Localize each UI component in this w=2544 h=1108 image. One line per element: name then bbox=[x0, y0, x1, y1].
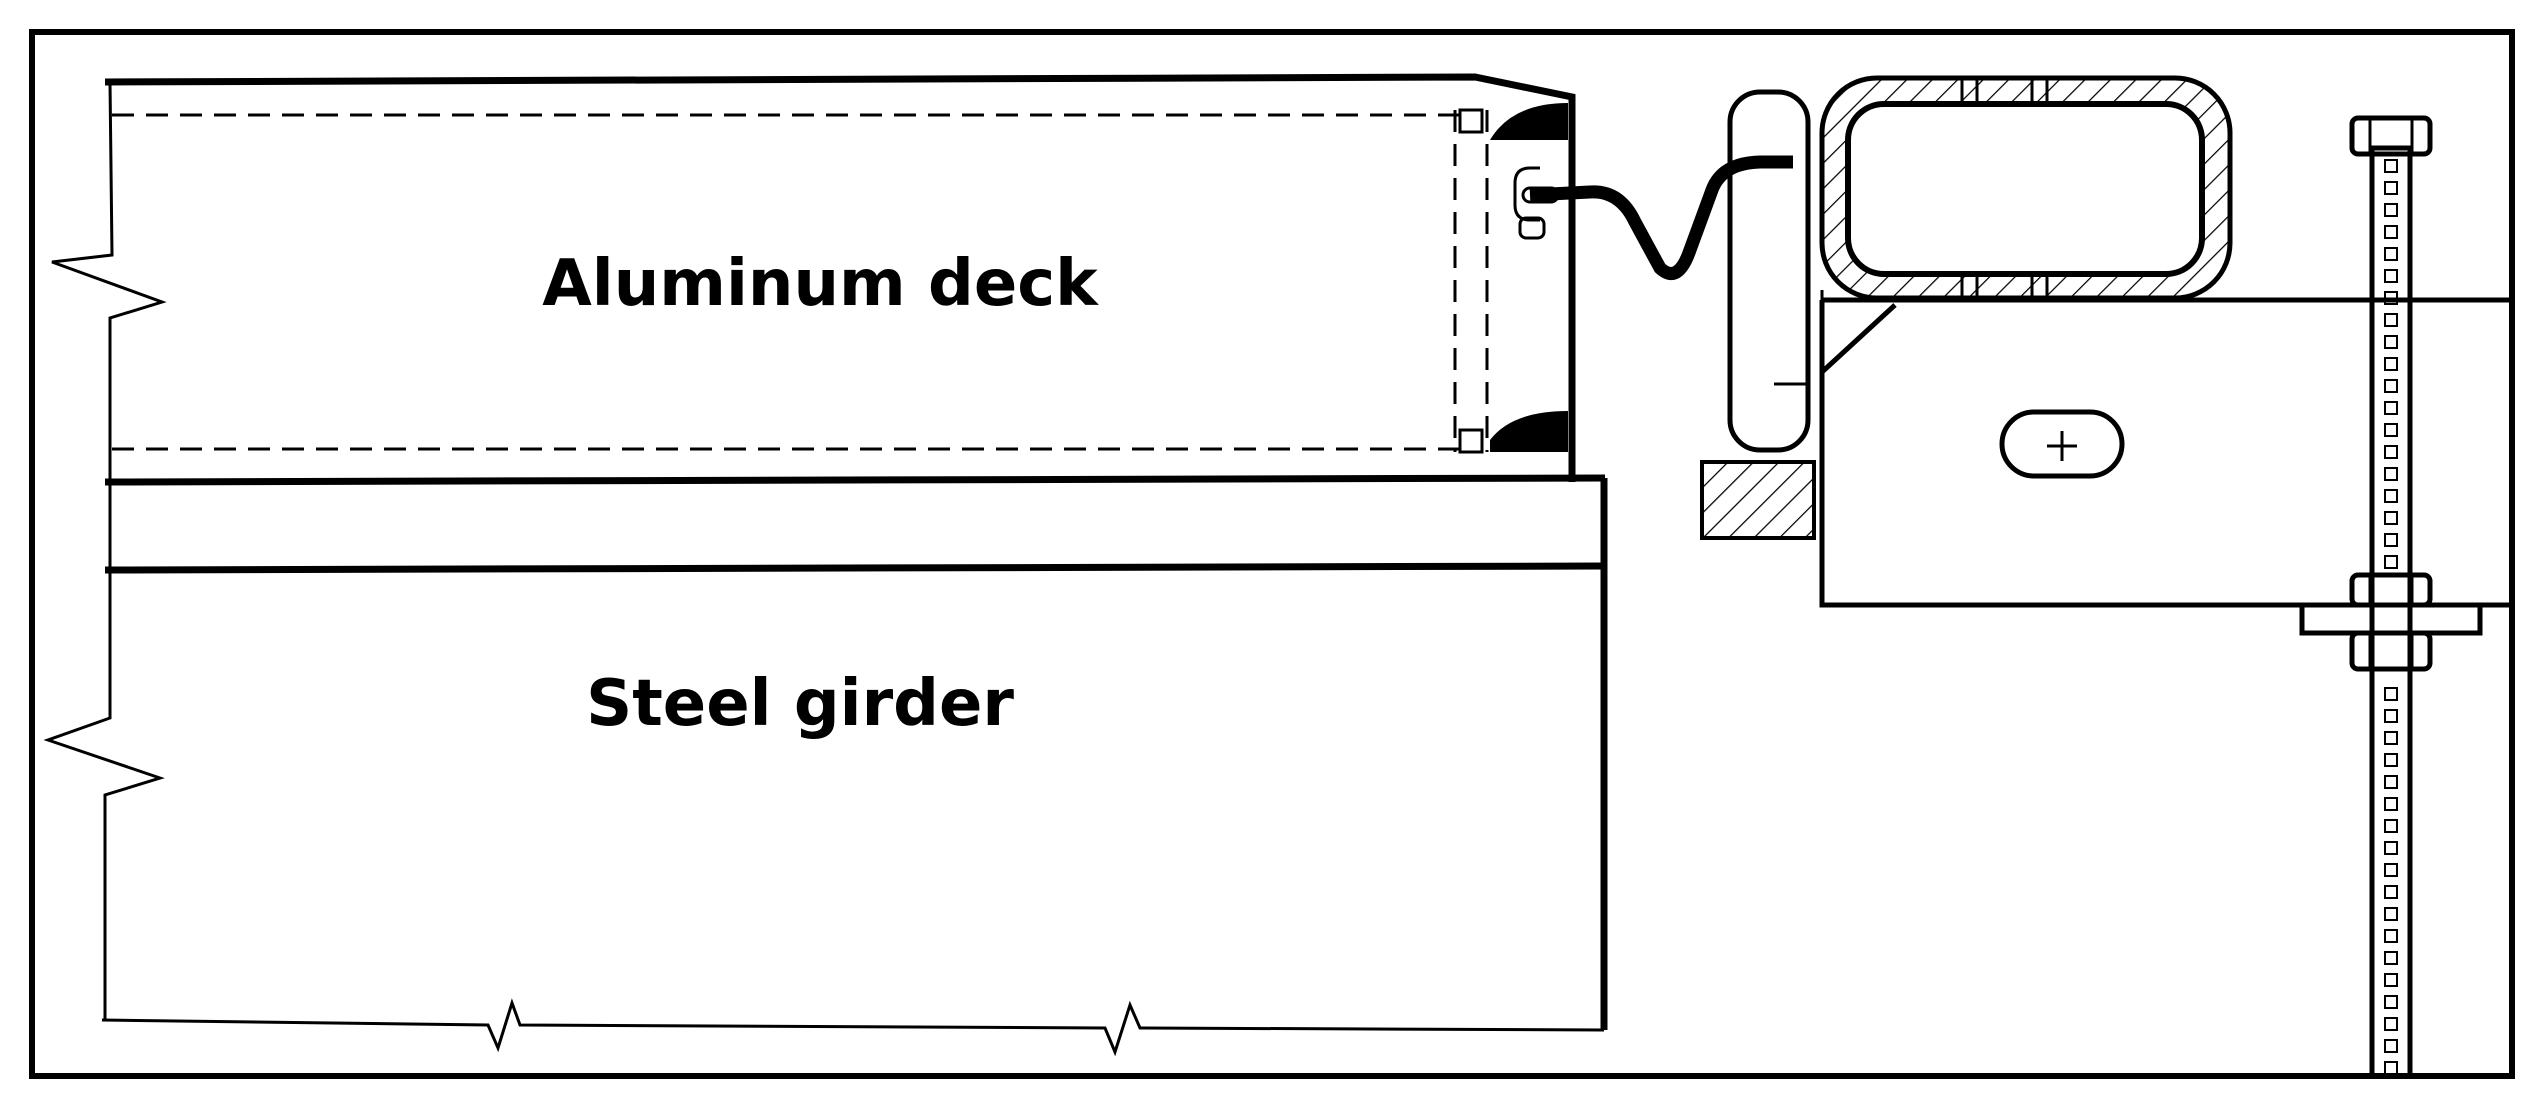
thread-mark bbox=[2384, 555, 2398, 569]
lower-nut bbox=[2349, 630, 2433, 672]
thread-mark bbox=[2384, 753, 2398, 767]
hatched-base-plate bbox=[1700, 460, 1816, 540]
threaded-rod bbox=[2299, 115, 2483, 1079]
thread-mark bbox=[2384, 313, 2398, 327]
thread-mark bbox=[2384, 1017, 2398, 1031]
thread-mark bbox=[2384, 379, 2398, 393]
thread-mark bbox=[2384, 181, 2398, 195]
thread-mark bbox=[2384, 291, 2398, 305]
thread-mark bbox=[2384, 995, 2398, 1009]
thread-mark bbox=[2384, 1039, 2398, 1053]
thread-mark bbox=[2384, 929, 2398, 943]
thread-mark bbox=[2384, 225, 2398, 239]
weld-fillet-top bbox=[1490, 103, 1568, 140]
steel-girder-label: Steel girder bbox=[586, 667, 1014, 741]
thread-mark bbox=[2384, 709, 2398, 723]
aluminum-deck: Aluminum deck bbox=[51, 73, 1606, 486]
thread-mark bbox=[2384, 819, 2398, 833]
thread-mark bbox=[2384, 467, 2398, 481]
thread-mark bbox=[2384, 797, 2398, 811]
thread-mark bbox=[2384, 973, 2398, 987]
top-nut bbox=[2349, 115, 2433, 157]
thread-mark bbox=[2384, 533, 2398, 547]
thread-mark bbox=[2384, 401, 2398, 415]
thread-mark bbox=[2384, 863, 2398, 877]
thread-mark bbox=[2384, 357, 2398, 371]
weld-fillet-bottom bbox=[1490, 411, 1568, 452]
slotted-bolt-hole bbox=[1999, 409, 2125, 479]
thread-mark bbox=[2384, 445, 2398, 459]
thread-mark bbox=[2384, 687, 2398, 701]
steel-girder: Steel girder bbox=[43, 478, 1608, 1057]
aluminum-deck-label: Aluminum deck bbox=[542, 247, 1099, 321]
thread-mark bbox=[2384, 841, 2398, 855]
bracket-beam bbox=[1819, 290, 2512, 608]
thread-mark bbox=[2384, 1061, 2398, 1075]
thread-mark bbox=[2384, 203, 2398, 217]
thread-mark bbox=[2384, 951, 2398, 965]
thread-mark bbox=[2384, 489, 2398, 503]
thread-mark bbox=[2384, 159, 2398, 173]
thread-mark bbox=[2384, 247, 2398, 261]
thread-mark bbox=[2384, 885, 2398, 899]
thread-mark bbox=[2384, 335, 2398, 349]
anchor-connector bbox=[1529, 89, 1811, 453]
thread-mark bbox=[2384, 907, 2398, 921]
thread-mark bbox=[2384, 269, 2398, 283]
thread-mark bbox=[2384, 511, 2398, 525]
thread-mark bbox=[2384, 731, 2398, 745]
thread-mark bbox=[2384, 423, 2398, 437]
thread-mark bbox=[2384, 775, 2398, 789]
rectangular-hollow-tube bbox=[1819, 75, 2233, 301]
